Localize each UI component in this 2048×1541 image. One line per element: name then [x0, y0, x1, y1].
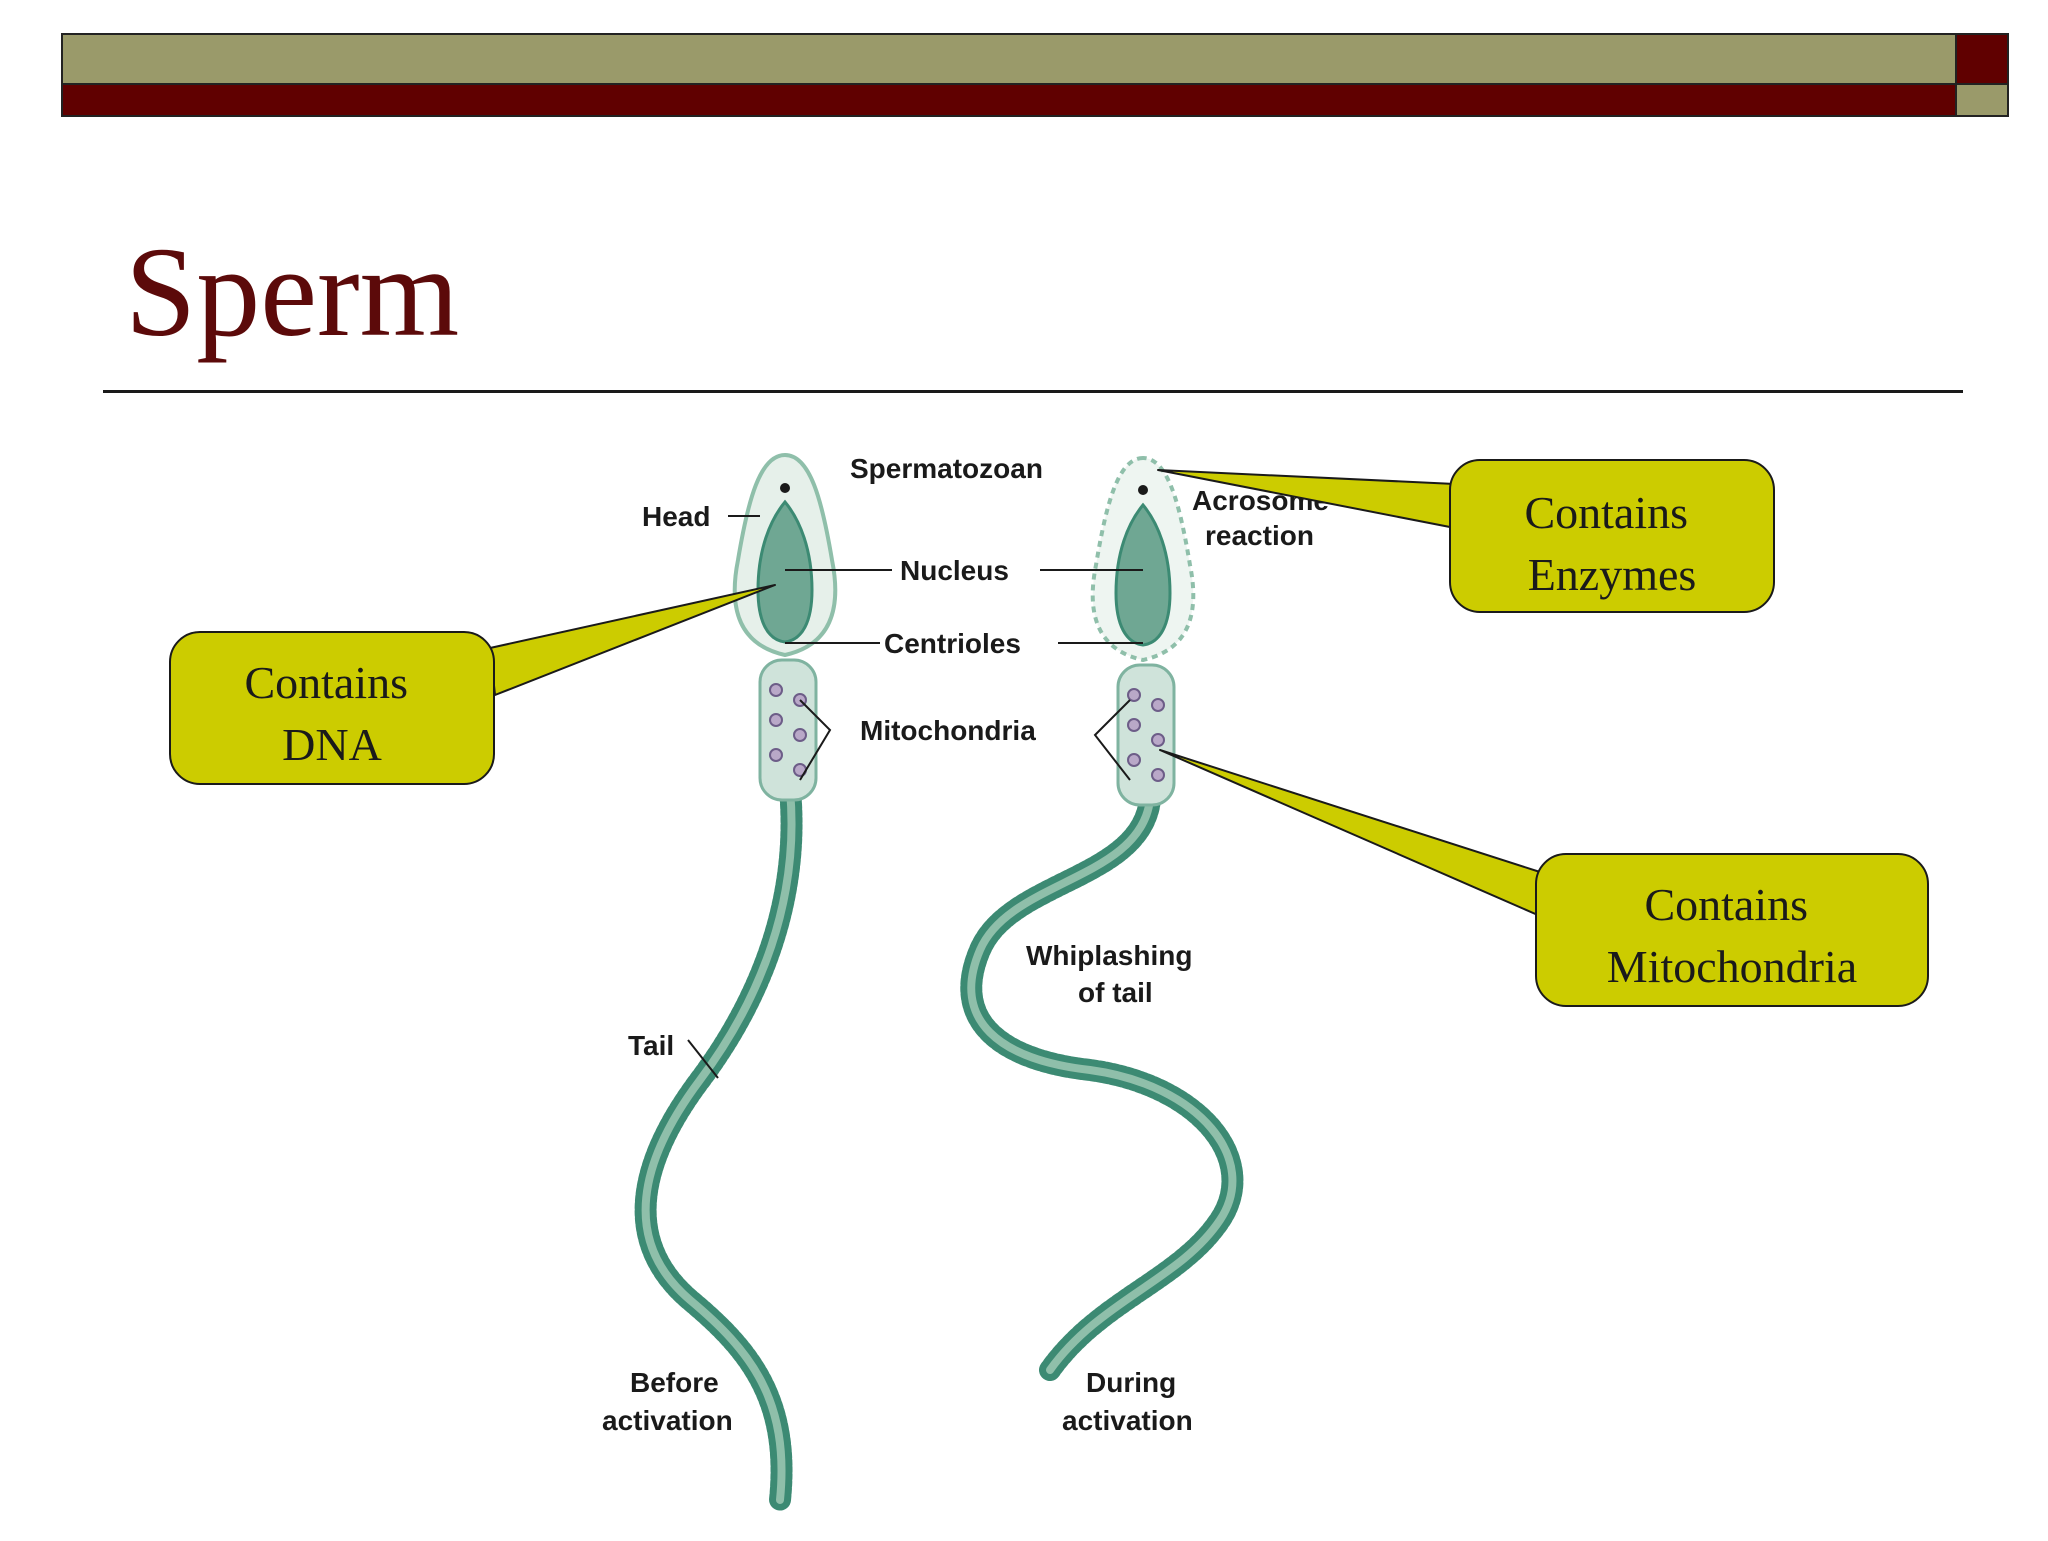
svg-text:Contains DNA: Contains DNA — [244, 657, 419, 770]
callout-enzymes-line2: Enzymes — [1528, 549, 1697, 600]
callout-mito-pointer — [1159, 749, 1541, 917]
label-whiplash-1: Whiplashing — [1026, 940, 1192, 971]
sperm-right-mitochondria — [1127, 688, 1165, 782]
svg-text:Contains Mitochondria: Contains Mitochondria — [1607, 879, 1857, 992]
callout-enzymes: Contains Enzymes — [1157, 459, 1775, 613]
diagram-labels: Spermatozoan Head Nucleus Centrioles Mit… — [602, 453, 1329, 1436]
header-olive-bar — [61, 33, 1957, 85]
callout-enzymes-line1: Contains — [1524, 487, 1688, 538]
svg-text:Contains Enzymes: Contains Enzymes — [1524, 487, 1699, 600]
label-acrosome-2: reaction — [1205, 520, 1314, 551]
callout-mito-line2: Mitochondria — [1607, 941, 1857, 992]
sperm-left-mitochondria — [769, 683, 807, 777]
label-before-2: activation — [602, 1405, 733, 1436]
label-tail: Tail — [628, 1030, 674, 1061]
callout-dna-line2: DNA — [282, 719, 382, 770]
label-spermatozoan: Spermatozoan — [850, 453, 1043, 484]
sperm-right-tail-core — [967, 796, 1237, 1374]
header-corner-maroon — [1955, 33, 2009, 85]
label-head: Head — [642, 501, 710, 532]
callout-mitochondria: Contains Mitochondria — [1159, 749, 1929, 1007]
label-whiplash-2: of tail — [1078, 977, 1153, 1008]
callout-dna: Contains DNA — [169, 584, 776, 785]
sperm-right-midpiece — [1116, 663, 1176, 807]
callout-dna-pointer — [489, 584, 776, 696]
label-mitochondria: Mitochondria — [860, 715, 1036, 746]
callout-enzymes-box — [1449, 459, 1775, 613]
callout-mito-line1: Contains — [1644, 879, 1808, 930]
slide-title: Sperm — [125, 221, 460, 363]
label-during-2: activation — [1062, 1405, 1193, 1436]
header-maroon-bar — [61, 83, 1957, 117]
sperm-right-nucleus — [1114, 502, 1172, 647]
sperm-left-acrosome-dot — [780, 483, 790, 493]
sperm-right-tail — [960, 789, 1244, 1381]
callout-mito-box — [1535, 853, 1929, 1007]
callout-dna-box — [169, 631, 495, 785]
title-divider — [103, 390, 1963, 393]
callout-dna-line1: Contains — [244, 657, 408, 708]
sperm-left-tail-core — [641, 786, 796, 1504]
leader-lines — [687, 515, 1143, 1079]
sperm-before-activation — [634, 452, 838, 1511]
sperm-right-acrosome-dot — [1138, 485, 1148, 495]
sperm-during-activation — [960, 455, 1244, 1381]
label-nucleus: Nucleus — [900, 555, 1009, 586]
label-centrioles: Centrioles — [884, 628, 1021, 659]
sperm-left-midpiece — [758, 658, 818, 802]
label-during-1: During — [1086, 1367, 1176, 1398]
label-before-1: Before — [630, 1367, 719, 1398]
header-corner-olive — [1955, 83, 2009, 117]
